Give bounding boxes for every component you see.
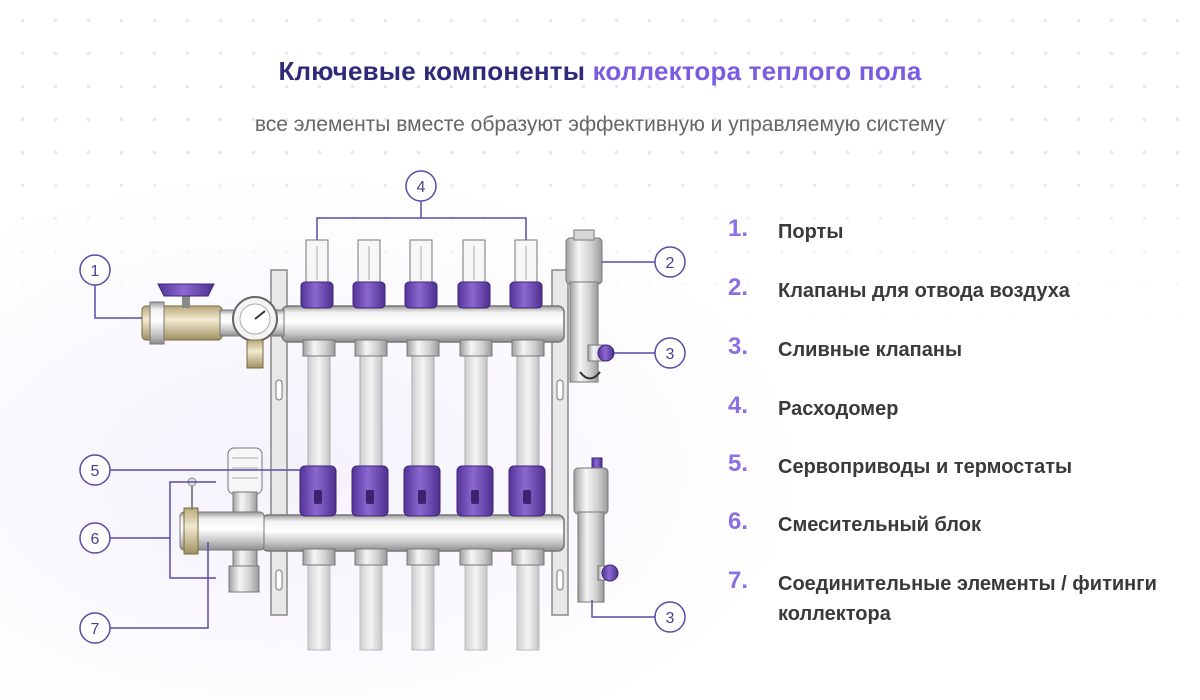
page-subtitle: все элементы вместе образуют эффективную…: [254, 113, 946, 136]
legend-label: Сливные клапаны: [778, 339, 963, 361]
legend-number: 1.: [728, 215, 749, 242]
legend-number: 2.: [728, 274, 749, 301]
callout-label-3-top: 3: [666, 346, 675, 363]
supply-fittings: [302, 339, 545, 357]
title-accent: коллектора теплого пола: [592, 56, 922, 86]
legend-number: 7.: [728, 567, 749, 594]
callout-label-4: 4: [417, 179, 426, 196]
legend-label: Расходомер: [778, 398, 899, 420]
legend-item-6: 6. Смесительный блок: [728, 507, 981, 540]
legend-number: 3.: [728, 333, 749, 360]
callout-circle-6: 6: [79, 522, 111, 554]
mixing-unit: [179, 447, 265, 593]
legend-item-7: 7. Соединительные элементы / фитинги кол…: [728, 566, 1158, 629]
callout-circle-1: 1: [79, 254, 111, 286]
legend-number: 6.: [728, 508, 749, 535]
callout-circle-2: 2: [654, 246, 686, 278]
legend-item-1: 1. Порты: [728, 214, 843, 247]
legend-label: Соединительные элементы / фитинги коллек…: [778, 573, 1157, 625]
return-fittings: [302, 548, 545, 566]
legend-item-3: 3. Сливные клапаны: [728, 332, 962, 365]
callout-circle-7: 7: [79, 612, 111, 644]
supply-manifold-bar: [281, 305, 565, 343]
drain-valve-top: [579, 344, 615, 380]
legend-number: 4.: [728, 392, 749, 419]
legend-item-4: 4. Расходомер: [728, 391, 898, 424]
flowmeters: [300, 239, 543, 309]
air-vent-valve-top: [565, 229, 603, 383]
page-title: Ключевые компоненты коллектора теплого п…: [0, 56, 1200, 87]
legend-label: Смесительный блок: [778, 514, 981, 536]
callout-circle-3-top: 3: [654, 337, 686, 369]
legend-number: 5.: [728, 450, 749, 477]
return-manifold-bar: [261, 514, 565, 552]
air-vent-valve-bottom: [573, 457, 609, 603]
callout-label-2: 2: [666, 255, 675, 272]
callout-circle-3-bottom: 3: [654, 601, 686, 633]
legend-item-5: 5. Сервоприводы и термостаты: [728, 449, 1072, 482]
legend-label: Сервоприводы и термостаты: [778, 456, 1073, 478]
callout-label-3-bottom: 3: [666, 610, 675, 627]
servo-actuators: [299, 465, 546, 517]
callout-label-6: 6: [91, 531, 100, 548]
legend-item-2: 2. Клапаны для отвода воздуха: [728, 273, 1070, 306]
callout-lines: [94, 200, 655, 629]
callout-label-1: 1: [91, 263, 100, 280]
title-main: Ключевые компоненты: [278, 56, 593, 86]
legend-label: Клапаны для отвода воздуха: [778, 280, 1070, 302]
temperature-gauge: [232, 296, 278, 369]
legend-label: Порты: [778, 221, 844, 243]
drain-valve-bottom: [597, 564, 619, 582]
callout-label-7: 7: [91, 621, 100, 638]
callout-circle-5: 5: [79, 454, 111, 486]
circuit-pipes: [307, 349, 540, 651]
callout-label-5: 5: [91, 463, 100, 480]
callout-circle-4: 4: [405, 170, 437, 202]
